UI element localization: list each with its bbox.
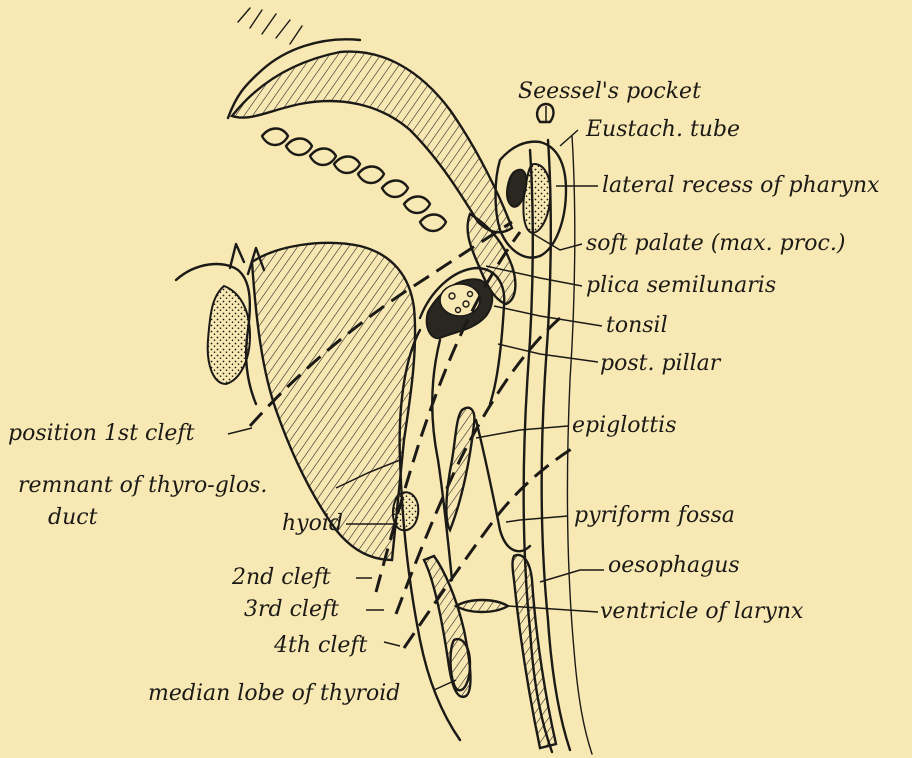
label-remnant-line1: remnant of thyro-glos. xyxy=(18,473,267,498)
label-2nd-cleft: 2nd cleft xyxy=(231,565,331,590)
label-soft-palate: soft palate (max. proc.) xyxy=(586,231,845,256)
ventricle-shape xyxy=(456,600,508,612)
label-plica-semilunaris: plica semilunaris xyxy=(586,273,776,298)
label-pyriform-fossa: pyriform fossa xyxy=(574,503,735,528)
label-hyoid: hyoid xyxy=(282,511,343,536)
label-seessels-pocket: Seessel's pocket xyxy=(518,79,701,104)
nasal-hatching xyxy=(238,8,302,44)
epiglottis-shape xyxy=(446,408,474,530)
label-remnant-line2: duct xyxy=(48,505,98,530)
label-eustach-tube: Eustach. tube xyxy=(585,117,740,142)
hard-palate xyxy=(232,52,512,233)
label-4th-cleft: 4th cleft xyxy=(273,633,368,658)
label-post-pillar: post. pillar xyxy=(600,351,722,376)
upper-teeth xyxy=(262,129,446,232)
label-lateral-recess: lateral recess of pharynx xyxy=(602,173,880,198)
thyroid-cartilage xyxy=(424,556,470,697)
label-position-1st-cleft: position 1st cleft xyxy=(8,421,195,446)
pharyngeal-wall xyxy=(542,140,570,750)
label-median-lobe: median lobe of thyroid xyxy=(148,681,400,706)
label-ventricle-of-larynx: ventricle of larynx xyxy=(600,599,804,624)
lateral-recess-stipple xyxy=(523,164,550,233)
label-3rd-cleft: 3rd cleft xyxy=(244,597,339,622)
label-oesophagus: oesophagus xyxy=(608,553,740,578)
cleft-3-line xyxy=(396,318,560,614)
label-tonsil: tonsil xyxy=(606,313,668,338)
prevertebral-line xyxy=(567,136,592,754)
chin-bone xyxy=(208,286,250,384)
label-epiglottis: epiglottis xyxy=(572,413,677,438)
